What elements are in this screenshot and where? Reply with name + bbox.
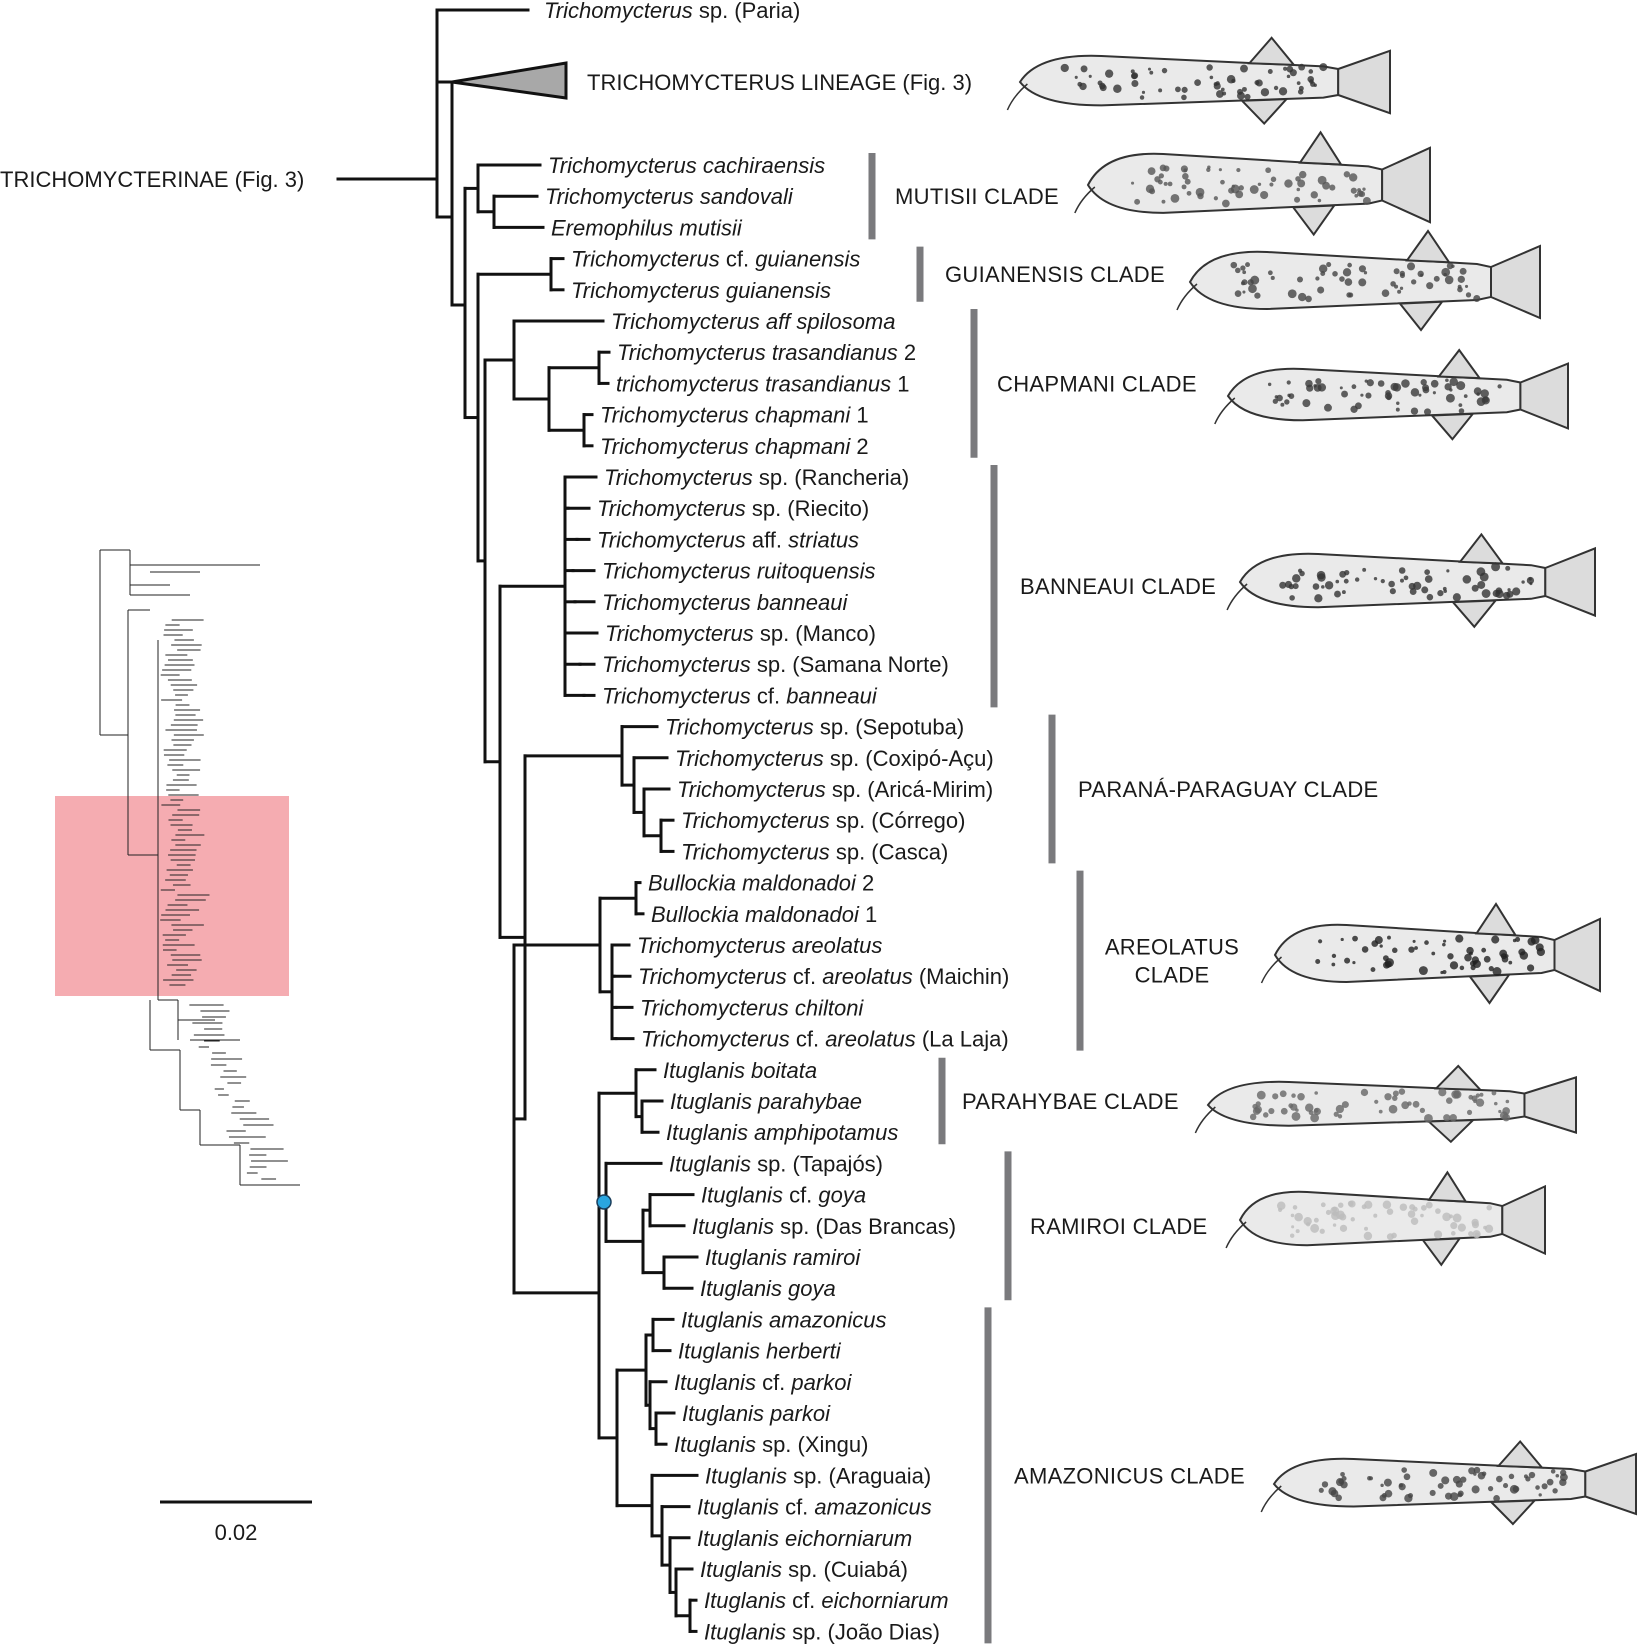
fish-amazonicus bbox=[1260, 1439, 1637, 1526]
fish-trichomycterus-lineage bbox=[1006, 36, 1391, 126]
tip-label: Ituglanis sp. (Xingu) bbox=[674, 1432, 868, 1457]
clade-label: RAMIROI CLADE bbox=[1030, 1214, 1207, 1239]
tip-labels: Trichomycterus sp. (Paria) TRICHOMYCTERUS… bbox=[544, 0, 1009, 1644]
tip-label: Ituglanis cf. parkoi bbox=[674, 1370, 852, 1395]
tip-label: Ituglanis cf. amazonicus bbox=[697, 1495, 932, 1520]
tip-label: trichomycterus trasandianus 1 bbox=[616, 371, 909, 396]
tip-label: Trichomycterus trasandianus 2 bbox=[617, 340, 916, 365]
tip-label: Trichomycterus sp. (Aricá-Mirim) bbox=[677, 777, 993, 802]
tip-label: Ituglanis sp. (Araguaia) bbox=[705, 1463, 931, 1488]
tip-label: Trichomycterus cf. guianensis bbox=[571, 247, 860, 272]
fish-banneaui bbox=[1226, 532, 1596, 629]
clade-bars bbox=[868, 153, 1084, 1644]
tip-label: Ituglanis ramiroi bbox=[705, 1245, 861, 1270]
tip-label: Ituglanis cf. eichorniarum bbox=[704, 1588, 949, 1613]
tip-label: Trichomycterus aff. striatus bbox=[597, 527, 859, 552]
tip-label: Ituglanis sp. (Das Brancas) bbox=[692, 1214, 956, 1239]
overview-tree-thumbnail bbox=[55, 549, 300, 1186]
tip-label: Trichomycterus sp. (Coxipó-Açu) bbox=[675, 746, 994, 771]
tip-label: Ituglanis herberti bbox=[678, 1339, 842, 1364]
clade-label: BANNEAUI CLADE bbox=[1020, 574, 1216, 599]
tip-label: Bullockia maldonadoi 1 bbox=[651, 902, 877, 927]
tip-label: Ituglanis cf. goya bbox=[701, 1183, 866, 1208]
fish-mutisii bbox=[1074, 130, 1431, 237]
tip-label: Trichomycterus sp. (Samana Norte) bbox=[602, 652, 949, 677]
highlight-region bbox=[55, 796, 289, 996]
clade-label: MUTISII CLADE bbox=[895, 184, 1059, 209]
tip-label: Trichomycterus sp. (Casca) bbox=[681, 839, 948, 864]
fish-areolatus bbox=[1260, 902, 1601, 1005]
tip-label: Trichomycterus sp. (Sepotuba) bbox=[665, 715, 964, 740]
tip-label: Ituglanis parkoi bbox=[682, 1401, 831, 1426]
tip-label: Trichomycterus chiltoni bbox=[640, 995, 864, 1020]
tip-label: Trichomycterus sp. (Manco) bbox=[605, 621, 876, 646]
tip-label: Trichomycterus guianensis bbox=[571, 278, 831, 303]
tip-label: Ituglanis amazonicus bbox=[681, 1307, 886, 1332]
clade-label: GUIANENSIS CLADE bbox=[945, 262, 1165, 287]
tip-label: Ituglanis sp. (Tapajós) bbox=[669, 1151, 883, 1176]
tip-label: Ituglanis parahybae bbox=[670, 1089, 862, 1114]
tip-label: Ituglanis eichorniarum bbox=[697, 1526, 912, 1551]
collapsed-lineage-triangle bbox=[451, 61, 568, 100]
tip-label: Trichomycterus banneaui bbox=[602, 590, 848, 615]
tip-label: Trichomycterus ruitoquensis bbox=[602, 559, 875, 584]
tip-label: Trichomycterus cf. areolatus (La Laja) bbox=[641, 1027, 1009, 1052]
clade-label: AMAZONICUS CLADE bbox=[1014, 1463, 1245, 1488]
clade-labels: MUTISII CLADE GUIANENSIS CLADE CHAPMANI CL… bbox=[895, 184, 1379, 1488]
tip-label: Eremophilus mutisii bbox=[551, 215, 743, 240]
tip-label: Trichomycterus areolatus bbox=[637, 933, 882, 958]
tree-branches bbox=[336, 8, 699, 1633]
fish-parahybae bbox=[1194, 1064, 1577, 1144]
tip-label: Trichomycterus chapmani 1 bbox=[600, 403, 869, 428]
tip-label: Trichomycterus aff spilosoma bbox=[611, 309, 895, 334]
ituglanis-node-marker bbox=[596, 1194, 612, 1210]
scale-bar-label: 0.02 bbox=[215, 1520, 258, 1545]
tip-label: Ituglanis sp. (João Dias) bbox=[704, 1619, 940, 1644]
tip-label: Trichomycterus chapmani 2 bbox=[600, 434, 869, 459]
tip-label: Trichomycterus cachiraensis bbox=[548, 153, 825, 178]
clade-label: CHAPMANI CLADE bbox=[997, 371, 1197, 396]
tip-label: Trichomycterus sp. (Rancheria) bbox=[604, 465, 909, 490]
fish-illustrations bbox=[1006, 36, 1637, 1526]
clade-label: PARAHYBAE CLADE bbox=[962, 1089, 1179, 1114]
fish-ramiroi bbox=[1225, 1170, 1546, 1267]
tip-label-paria: Trichomycterus sp. (Paria) bbox=[544, 0, 800, 23]
clade-label: PARANÁ-PARAGUAY CLADE bbox=[1078, 777, 1379, 802]
tip-label: Ituglanis boitata bbox=[663, 1058, 817, 1083]
fish-chapmani bbox=[1214, 348, 1569, 441]
tip-label: Trichomycterus cf. banneaui bbox=[602, 683, 878, 708]
tip-label: Trichomycterus sp. (Córrego) bbox=[681, 808, 965, 833]
tip-label: Ituglanis amphipotamus bbox=[666, 1120, 898, 1145]
tip-label: Trichomycterus cf. areolatus (Maichin) bbox=[638, 964, 1009, 989]
fish-guianensis bbox=[1176, 229, 1541, 332]
tip-label: Bullockia maldonadoi 2 bbox=[648, 871, 874, 896]
collapsed-lineage-label: TRICHOMYCTERUS LINEAGE (Fig. 3) bbox=[587, 70, 972, 95]
tip-label: Ituglanis goya bbox=[700, 1276, 836, 1301]
root-label: TRICHOMYCTERINAE (Fig. 3) bbox=[0, 167, 304, 192]
tip-label: Trichomycterus sandovali bbox=[545, 184, 794, 209]
tip-label: Ituglanis sp. (Cuiabá) bbox=[700, 1557, 908, 1582]
tip-label: Trichomycterus sp. (Riecito) bbox=[597, 496, 869, 521]
